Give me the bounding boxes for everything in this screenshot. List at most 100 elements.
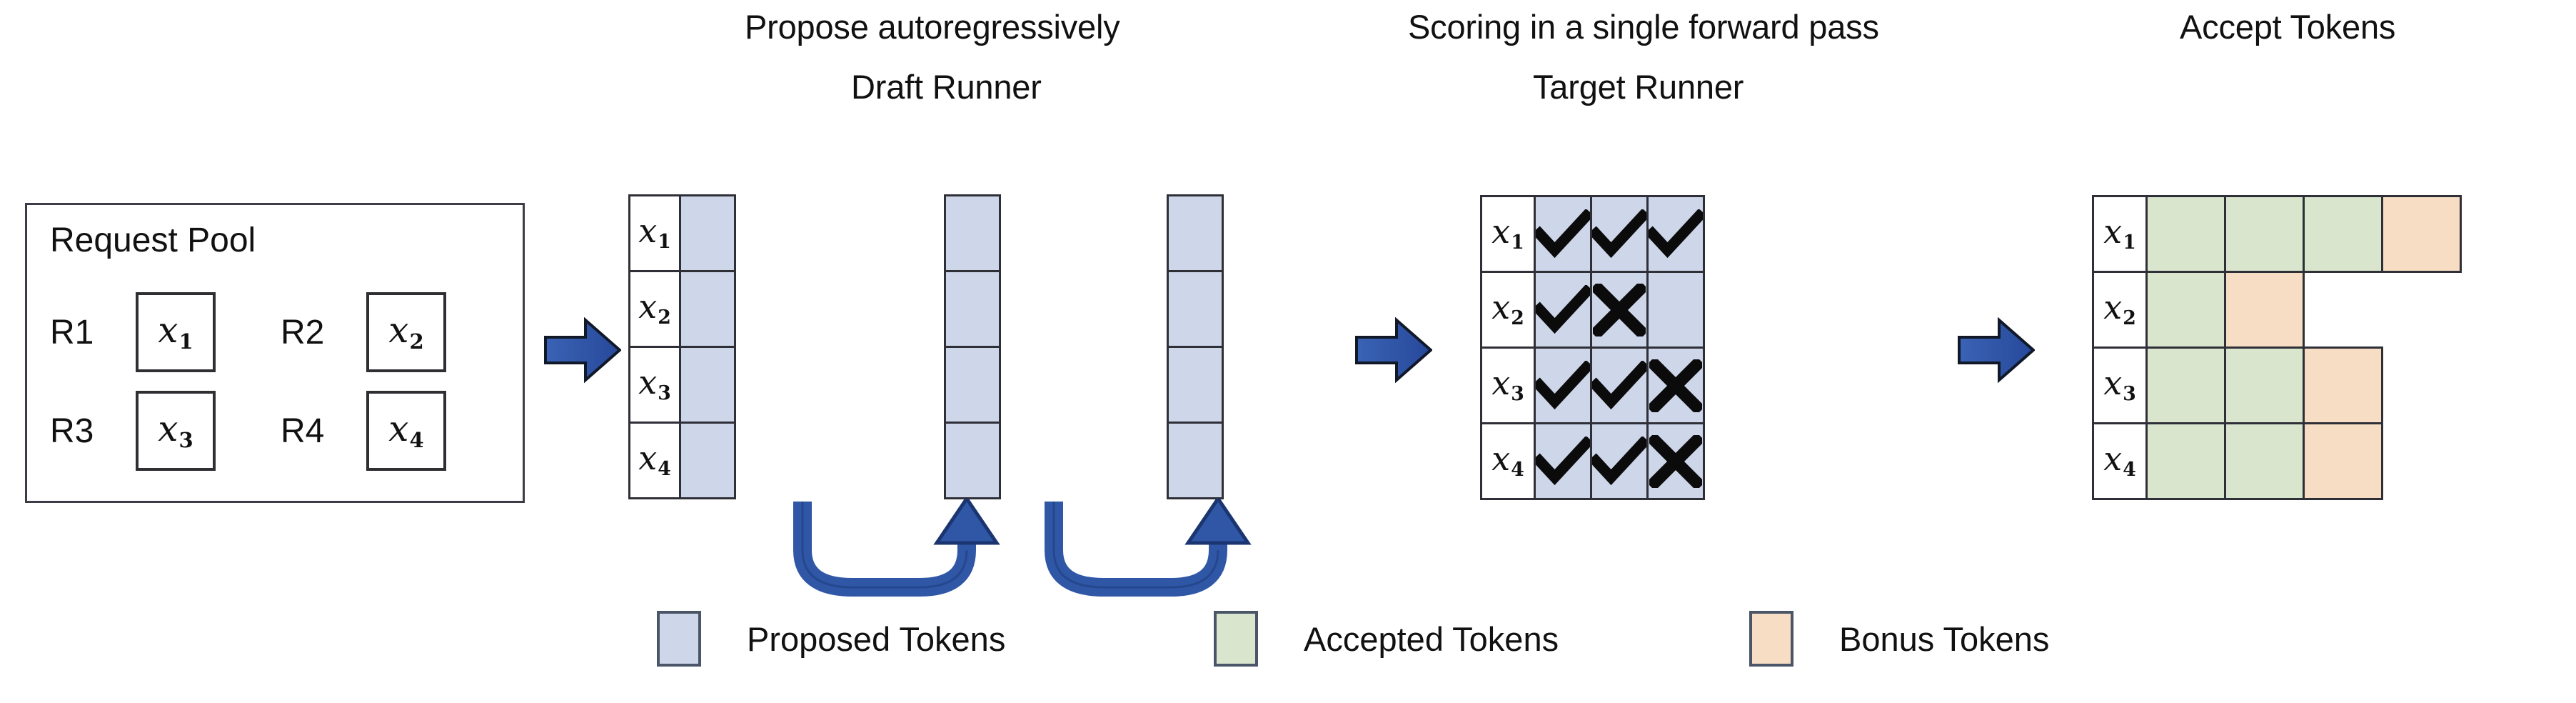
legend-item-proposed: Proposed Tokens: [657, 611, 1005, 667]
draft-label-row-2: x2: [628, 270, 681, 348]
accept-token-cell-r1-c3-accepted[interactable]: [2303, 195, 2383, 273]
token-glyph-x2: x2: [388, 309, 424, 354]
accept-label-row-4: x4: [2092, 422, 2148, 500]
check-icon: [1592, 209, 1646, 258]
target-label-row-1: x1: [1480, 195, 1536, 273]
draft-cell-s2-r3[interactable]: [944, 346, 1001, 424]
target-score-cell-r2-c2[interactable]: [1590, 271, 1649, 349]
token-glyph-x2: x2: [2103, 288, 2136, 330]
token-glyph-x1: x1: [1491, 212, 1524, 254]
request-token-cell-r3: x3: [136, 391, 216, 471]
legend-label-bonus: Bonus Tokens: [1839, 619, 2050, 658]
draft-cell-s3-r1[interactable]: [1167, 194, 1224, 272]
target-runner-label-column: x1 x2 x3 x4: [1480, 195, 1536, 500]
token-glyph-x4: x4: [388, 408, 424, 452]
target-score-cell-r3-c3[interactable]: [1646, 346, 1705, 424]
accepted-swatch: [1214, 611, 1258, 667]
target-score-cell-r1-c2[interactable]: [1590, 195, 1649, 273]
target-score-cell-r1-c3[interactable]: [1646, 195, 1705, 273]
target-score-cell-r4-c1[interactable]: [1534, 422, 1592, 500]
request-label-r2: R2: [281, 313, 325, 352]
request-row-r4: R4 x4: [281, 391, 446, 471]
draft-cell-s2-r1[interactable]: [944, 194, 1001, 272]
draft-cell-s1-r1[interactable]: [679, 194, 736, 272]
draft-runner-label-column: x1 x2 x3 x4: [628, 194, 681, 499]
request-token-cell-r1: x1: [136, 292, 216, 372]
target-score-cell-r3-c2[interactable]: [1590, 346, 1649, 424]
cross-icon: [1649, 434, 1702, 488]
accept-token-cell-r3-c3-bonus[interactable]: [2303, 346, 2383, 424]
accept-token-cell-r1-c2-accepted[interactable]: [2224, 195, 2305, 273]
title-scoring-single-forward-pass: Scoring in a single forward pass: [1408, 8, 1879, 46]
flow-arrow-pool-to-draft: [544, 314, 621, 386]
target-runner-score-grid[interactable]: [1534, 195, 1705, 500]
token-glyph-x1: x1: [158, 309, 193, 354]
accept-token-cell-r4-c1-accepted[interactable]: [2145, 422, 2226, 500]
token-glyph-x3: x3: [638, 363, 671, 405]
accept-token-cell-r3-c2-accepted[interactable]: [2224, 346, 2305, 424]
target-score-cell-r4-c3[interactable]: [1646, 422, 1705, 500]
draft-cell-s3-r2[interactable]: [1167, 270, 1224, 348]
draft-cell-s2-r2[interactable]: [944, 270, 1001, 348]
target-label-row-2: x2: [1480, 271, 1536, 349]
accept-label-row-3: x3: [2092, 346, 2148, 424]
token-glyph-x1: x1: [638, 211, 671, 254]
accept-token-cell-r1-c1-accepted[interactable]: [2145, 195, 2226, 273]
draft-cell-s1-r4[interactable]: [679, 422, 736, 499]
legend-label-accepted: Accepted Tokens: [1304, 619, 1559, 658]
check-icon: [1536, 209, 1590, 258]
token-glyph-x4: x4: [1491, 439, 1524, 482]
draft-cell-s3-r4[interactable]: [1167, 422, 1224, 499]
target-score-cell-r1-c1[interactable]: [1534, 195, 1592, 273]
request-row-r1: R1 x1: [50, 292, 216, 372]
token-glyph-x3: x3: [158, 408, 193, 452]
request-row-r3: R3 x3: [50, 391, 216, 471]
target-score-cell-r2-c3[interactable]: [1646, 271, 1705, 349]
accept-tokens-label-column: x1 x2 x3 x4: [2092, 195, 2148, 500]
token-glyph-x2: x2: [638, 287, 671, 329]
target-score-cell-r2-c1[interactable]: [1534, 271, 1592, 349]
request-token-cell-r4: x4: [366, 391, 446, 471]
request-row-r2: R2 x2: [281, 292, 446, 372]
accept-token-cell-r2-c2-bonus[interactable]: [2224, 271, 2305, 349]
token-glyph-x2: x2: [1491, 288, 1524, 330]
draft-cell-s2-r4[interactable]: [944, 422, 1001, 499]
accept-token-cell-r2-c1-accepted[interactable]: [2145, 271, 2226, 349]
draft-label-row-4: x4: [628, 422, 681, 499]
autoregressive-loop-arrow-2: [1030, 499, 1265, 613]
request-pool-title: Request Pool: [50, 221, 256, 259]
target-label-row-4: x4: [1480, 422, 1536, 500]
token-glyph-x4: x4: [2103, 439, 2136, 482]
label-target-runner: Target Runner: [1533, 68, 1744, 106]
draft-proposal-column-1[interactable]: [679, 194, 736, 499]
legend-item-bonus: Bonus Tokens: [1749, 611, 2049, 667]
draft-proposal-column-2[interactable]: [944, 194, 1001, 499]
target-score-cell-r3-c1[interactable]: [1534, 346, 1592, 424]
check-icon: [1536, 360, 1590, 409]
accept-label-row-2: x2: [2092, 271, 2148, 349]
token-glyph-x4: x4: [638, 439, 671, 481]
check-icon: [1592, 360, 1646, 409]
check-icon: [1536, 284, 1590, 334]
label-draft-runner: Draft Runner: [851, 68, 1042, 106]
draft-cell-s3-r3[interactable]: [1167, 346, 1224, 424]
flow-arrow-draft-to-target: [1355, 314, 1432, 386]
accept-tokens-grid[interactable]: [2145, 195, 2462, 500]
token-glyph-x3: x3: [1491, 364, 1524, 406]
accept-token-cell-r4-c3-bonus[interactable]: [2303, 422, 2383, 500]
target-score-cell-r4-c2[interactable]: [1590, 422, 1649, 500]
request-pool-box: Request Pool R1 x1 R2 x2 R3 x3 R4 x4: [25, 203, 525, 503]
accept-token-cell-r4-c2-accepted[interactable]: [2224, 422, 2305, 500]
accept-token-cell-r3-c1-accepted[interactable]: [2145, 346, 2226, 424]
proposed-swatch: [657, 611, 701, 667]
request-label-r3: R3: [50, 412, 94, 450]
draft-proposal-column-3[interactable]: [1167, 194, 1224, 499]
check-icon: [1536, 436, 1590, 485]
draft-cell-s1-r2[interactable]: [679, 270, 736, 348]
token-glyph-x1: x1: [2103, 212, 2136, 254]
cross-icon: [1593, 283, 1646, 336]
draft-cell-s1-r3[interactable]: [679, 346, 736, 424]
accept-token-cell-r1-c4-bonus[interactable]: [2381, 195, 2462, 273]
draft-label-row-1: x1: [628, 194, 681, 272]
